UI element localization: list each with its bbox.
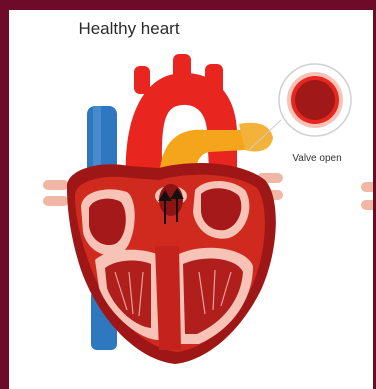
heart-illustration xyxy=(9,10,373,389)
valve-inset-icon xyxy=(279,64,351,136)
valve-open-label: Valve open xyxy=(277,153,357,164)
illustration-frame: Healthy heart xyxy=(9,10,373,389)
